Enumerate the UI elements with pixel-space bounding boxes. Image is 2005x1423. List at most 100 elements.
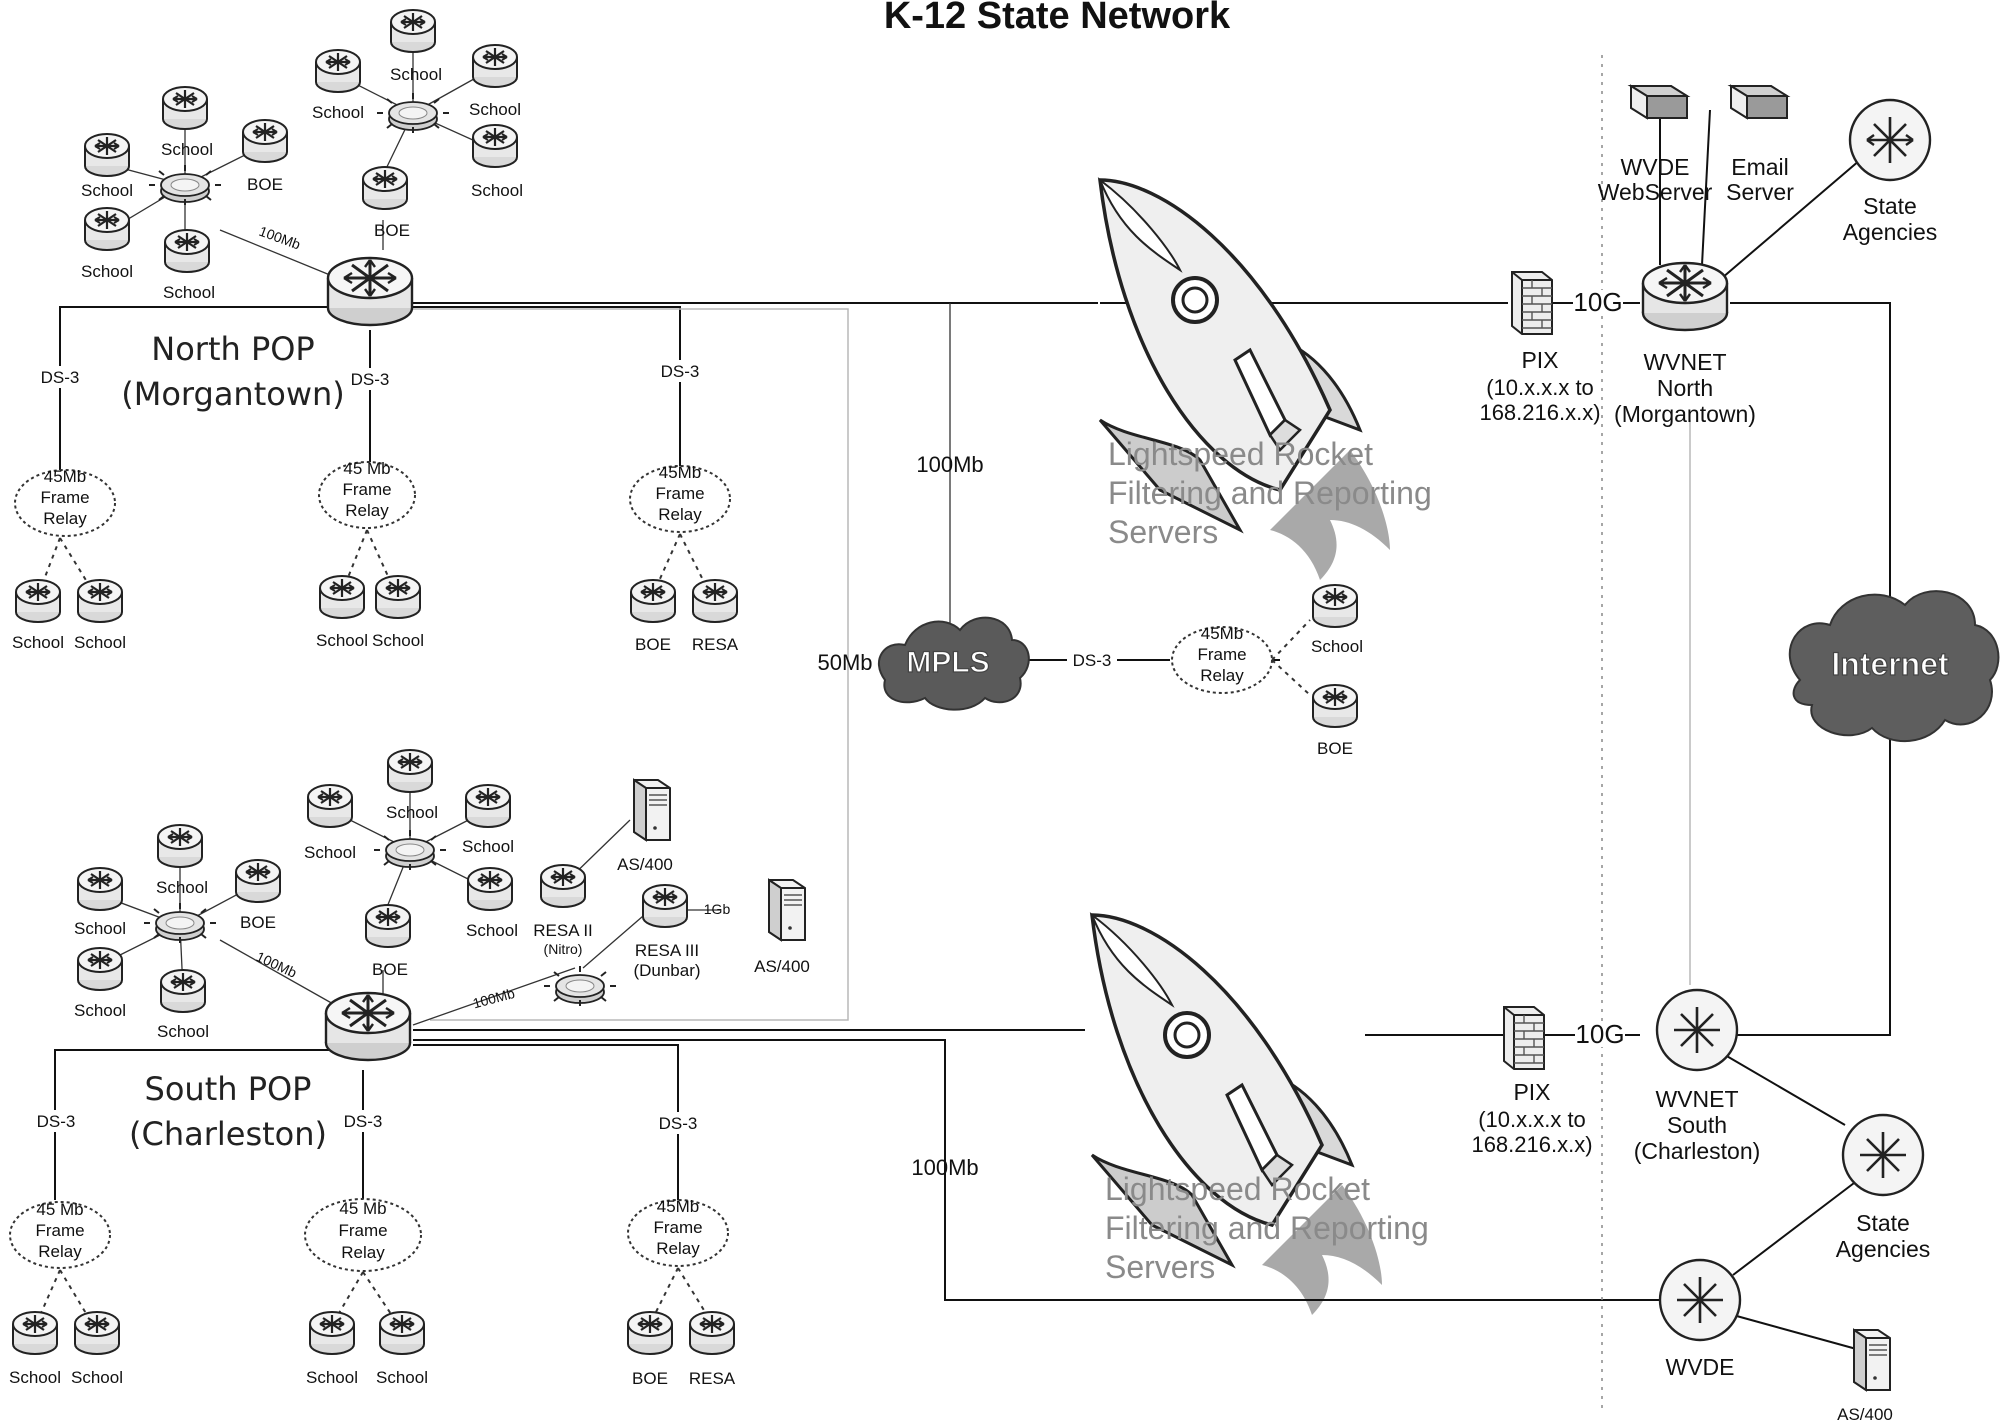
south-pop-name: South POP bbox=[145, 1070, 312, 1108]
rocket-label-line: Servers bbox=[1105, 1249, 1215, 1285]
as400-label: AS/400 bbox=[617, 855, 673, 874]
node-label: BOE bbox=[247, 175, 283, 194]
node-label: School bbox=[9, 1368, 61, 1387]
south-right-ring-hub bbox=[373, 829, 447, 871]
node-label: BOE bbox=[1317, 739, 1353, 758]
node-label: School bbox=[74, 633, 126, 652]
router-icon bbox=[306, 783, 354, 829]
node-label: School bbox=[376, 1368, 428, 1387]
node-label: School bbox=[12, 633, 64, 652]
north-frame-relay-1: 45Mb Frame Relay School School bbox=[12, 467, 126, 652]
router-icon bbox=[464, 783, 512, 829]
router-icon bbox=[11, 1310, 59, 1356]
email-server-icon bbox=[1730, 85, 1788, 119]
frame-relay-label: 45 Mb bbox=[339, 1199, 386, 1218]
south-pop-router-icon bbox=[324, 991, 412, 1062]
mpls-cloud: MPLS bbox=[878, 616, 1030, 711]
node-label: School bbox=[466, 921, 518, 940]
diagram-title: K-12 State Network bbox=[884, 0, 1231, 37]
north-left-ring-hub bbox=[148, 164, 222, 206]
north-pop-name: North POP bbox=[151, 330, 314, 368]
frame-relay-label: Relay bbox=[43, 509, 87, 528]
wvnet-north-label: WVNET bbox=[1643, 349, 1726, 375]
frame-relay-label: Frame bbox=[35, 1221, 84, 1240]
router-icon bbox=[83, 132, 131, 178]
router-icon bbox=[641, 883, 689, 929]
server-label: Server bbox=[1726, 179, 1794, 205]
node-label: School bbox=[161, 140, 213, 159]
node-label: School bbox=[1311, 637, 1363, 656]
state-agencies-label: Agencies bbox=[1836, 1236, 1931, 1262]
link-speed-label: 100Mb bbox=[916, 452, 983, 477]
router-icon bbox=[386, 748, 434, 794]
frame-relay-label: Frame bbox=[338, 1221, 387, 1240]
wvnet-south-label: WVNET bbox=[1655, 1086, 1738, 1112]
south-frame-relay-2: 45 Mb Frame Relay School School bbox=[304, 1198, 428, 1387]
link-speed-label: 100Mb bbox=[471, 985, 517, 1012]
frame-relay-label: 45 Mb bbox=[343, 459, 390, 478]
router-icon bbox=[76, 578, 124, 624]
router-icon bbox=[688, 1310, 736, 1356]
router-icon bbox=[76, 866, 124, 912]
frame-relay-label: Frame bbox=[342, 480, 391, 499]
link-speed-label: 100Mb bbox=[254, 948, 300, 981]
as400-label: AS/400 bbox=[1837, 1405, 1893, 1423]
state-agencies-label: Agencies bbox=[1843, 219, 1938, 245]
router-icon bbox=[318, 574, 366, 620]
pix-label: PIX bbox=[1513, 1079, 1550, 1105]
node-label: School bbox=[306, 1368, 358, 1387]
node-label: School bbox=[163, 283, 215, 302]
router-icon bbox=[361, 165, 409, 211]
south-frame-relay-1: 45 Mb Frame Relay School School bbox=[9, 1200, 123, 1387]
node-label: School bbox=[74, 1001, 126, 1020]
pix-label: PIX bbox=[1521, 347, 1558, 373]
node-label: School bbox=[304, 843, 356, 862]
node-label: School bbox=[469, 100, 521, 119]
wvde-router bbox=[1658, 1258, 1742, 1342]
south-pop-section: School School BOE School School School S… bbox=[9, 748, 1660, 1388]
link-speed-label: 100Mb bbox=[911, 1155, 978, 1180]
resa3-city: (Dunbar) bbox=[633, 961, 700, 980]
as400-server-icon bbox=[768, 879, 806, 941]
center-frame-relay: 45Mb Frame Relay School BOE bbox=[1171, 583, 1363, 758]
frame-relay-label: 45Mb bbox=[659, 463, 702, 482]
north-pop-section: School School BOE School School School S… bbox=[12, 8, 1098, 1021]
link-speed-label: 1Gb bbox=[704, 901, 731, 917]
frame-relay-label: Relay bbox=[38, 1242, 82, 1261]
pix-range: (10.x.x.x to bbox=[1486, 375, 1594, 400]
node-label: School bbox=[71, 1368, 123, 1387]
node-label: School bbox=[74, 919, 126, 938]
frame-relay-label: Frame bbox=[1197, 645, 1246, 664]
resa2-name: RESA II bbox=[533, 921, 593, 940]
node-label: BOE bbox=[240, 913, 276, 932]
wvde-label: WVDE bbox=[1666, 1354, 1735, 1380]
frame-relay-label: Relay bbox=[345, 501, 389, 520]
router-icon bbox=[1311, 583, 1359, 629]
router-icon bbox=[626, 1310, 674, 1356]
rocket-label-line: Servers bbox=[1108, 514, 1218, 550]
router-icon bbox=[378, 1310, 426, 1356]
ds3-label: DS-3 bbox=[351, 370, 390, 389]
router-icon bbox=[471, 123, 519, 169]
frame-relay-label: Frame bbox=[655, 484, 704, 503]
frame-relay-label: Relay bbox=[341, 1243, 385, 1262]
router-icon bbox=[364, 903, 412, 949]
resa3-name: RESA III bbox=[635, 941, 699, 960]
pix-firewall-icon bbox=[1511, 271, 1553, 335]
node-label: School bbox=[386, 803, 438, 822]
router-icon bbox=[539, 863, 587, 909]
wvnet-section: WVDE WebServer Email Server State Agenci… bbox=[1471, 55, 2000, 1423]
router-icon bbox=[471, 43, 519, 89]
wvnet-south-router bbox=[1655, 988, 1739, 1072]
rocket-label-line: Filtering and Reporting bbox=[1105, 1210, 1429, 1246]
pix-range: (10.x.x.x to bbox=[1478, 1107, 1586, 1132]
router-icon bbox=[1311, 683, 1359, 729]
south-resa-hub bbox=[543, 965, 617, 1007]
rocket-label-line: Filtering and Reporting bbox=[1108, 475, 1432, 511]
frame-relay-label: Relay bbox=[658, 505, 702, 524]
node-label: School bbox=[372, 631, 424, 650]
north-pop-city: (Morgantown) bbox=[121, 375, 345, 413]
internet-cloud: Internet bbox=[1788, 590, 2000, 743]
internet-label: Internet bbox=[1831, 646, 1949, 682]
